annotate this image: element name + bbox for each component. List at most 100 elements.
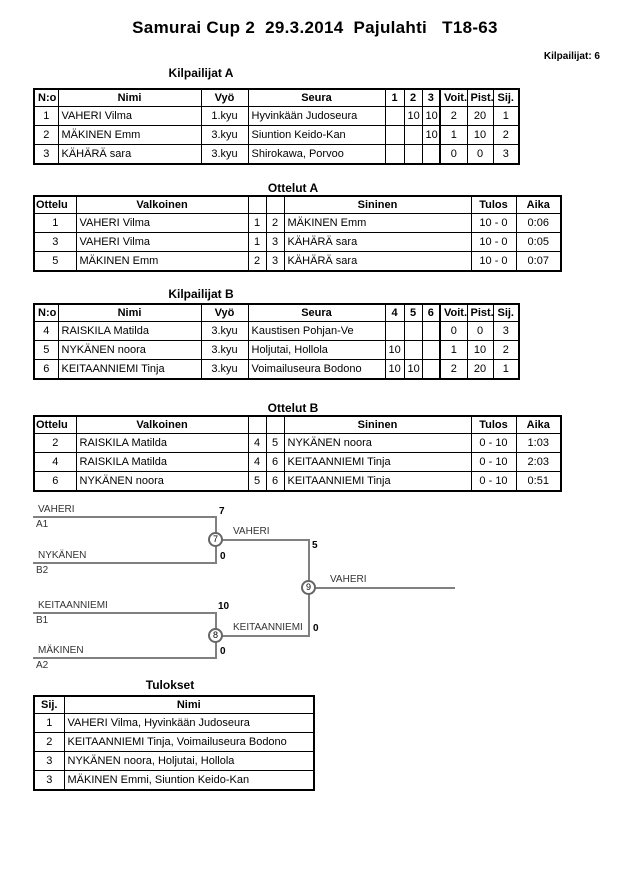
cell-seura: Siuntion Keido-Kan <box>247 125 386 145</box>
table-row: 6 KEITAANNIEMI Tinja 3.kyu Voimailuseura… <box>33 359 520 380</box>
table-row: 6 NYKÄNEN noora 5 6 KEITAANNIEMI Tinja 0… <box>33 471 562 492</box>
cell-voit: 1 <box>439 125 468 145</box>
cell-vyo: 3.kyu <box>200 340 249 360</box>
tulokset-table: Sij. Nimi 1 VAHERI Vilma, Hyvinkään Judo… <box>33 695 315 791</box>
cell-sij: 1 <box>33 713 65 733</box>
col-header-tulos: Tulos <box>470 415 517 434</box>
col-header-sij: Sij. <box>492 303 520 322</box>
bracket-winner-name: VAHERI <box>330 574 367 585</box>
cell-sij: 3 <box>33 770 65 791</box>
cell-nimi: KEITAANNIEMI Tinja, Voimailuseura Bodono <box>63 732 315 752</box>
bracket-winner-name: KEITAANNIEMI <box>233 622 303 633</box>
cell-score-3: 10 <box>421 106 441 126</box>
kilpailijat-b-table: N:o Nimi Vyö Seura 4 5 6 Voit. Pist. Sij… <box>33 303 520 380</box>
cell-white-name: MÄKINEN Emm <box>75 251 249 272</box>
cell-aika: 0:07 <box>515 251 562 272</box>
bracket-competitor-name: MÄKINEN <box>38 645 84 656</box>
cell-seura: Holjutai, Hollola <box>247 340 386 360</box>
cell-sij: 2 <box>492 340 520 360</box>
cell-no: 6 <box>33 359 59 380</box>
bracket-line <box>33 562 217 564</box>
cell-score-2: 10 <box>403 106 423 126</box>
cell-nimi: NYKÄNEN noora <box>57 340 202 360</box>
bracket-seed-label: B2 <box>36 565 49 576</box>
bracket-score: 0 <box>220 646 226 657</box>
table-header-row: Ottelu Valkoinen Sininen Tulos Aika <box>33 195 562 214</box>
cell-nimi: KÄHÄRÄ sara <box>57 144 202 165</box>
section-heading-kilpailijat-a: Kilpailijat A <box>168 66 234 80</box>
section-heading-tulokset: Tulokset <box>145 678 195 692</box>
cell-white-name: NYKÄNEN noora <box>75 471 249 492</box>
section-heading-ottelut-a: Ottelut A <box>267 181 319 195</box>
cell-sij: 2 <box>492 125 520 145</box>
kilpailijat-a-table: N:o Nimi Vyö Seura 1 2 3 Voit. Pist. Sij… <box>33 88 520 165</box>
cell-vyo: 3.kyu <box>200 359 249 380</box>
col-header-nimi: Nimi <box>63 695 315 714</box>
cell-sij: 3 <box>492 144 520 165</box>
table-row: 4 RAISKILA Matilda 4 6 KEITAANNIEMI Tinj… <box>33 452 562 472</box>
bracket-score: 7 <box>219 506 225 517</box>
bracket-line <box>33 612 217 614</box>
bracket-match-node: 8 <box>208 628 223 643</box>
cell-match-no: 5 <box>33 251 77 272</box>
cell-seura: Voimailuseura Bodono <box>247 359 386 380</box>
table-row: 3 VAHERI Vilma 1 3 KÄHÄRÄ sara 10 - 0 0:… <box>33 232 562 252</box>
table-row: 3 KÄHÄRÄ sara 3.kyu Shirokawa, Porvoo 0 … <box>33 144 520 165</box>
bracket-score: 0 <box>220 551 226 562</box>
bracket-line <box>310 587 455 589</box>
bracket-competitor-name: NYKÄNEN <box>38 550 87 561</box>
cell-seura: Shirokawa, Porvoo <box>247 144 386 165</box>
cell-pist: 10 <box>466 125 494 145</box>
bracket-seed-label: A2 <box>36 660 49 671</box>
table-row: 1 VAHERI Vilma 1 2 MÄKINEN Emm 10 - 0 0:… <box>33 213 562 233</box>
cell-sij: 2 <box>33 732 65 752</box>
ottelut-b-table: Ottelu Valkoinen Sininen Tulos Aika 2 RA… <box>33 415 562 492</box>
cell-white-name: RAISKILA Matilda <box>75 452 249 472</box>
cell-blue-name: KEITAANNIEMI Tinja <box>283 471 472 492</box>
cell-tulos: 0 - 10 <box>470 452 517 472</box>
table-row: 5 MÄKINEN Emm 2 3 KÄHÄRÄ sara 10 - 0 0:0… <box>33 251 562 272</box>
cell-blue-name: KEITAANNIEMI Tinja <box>283 452 472 472</box>
bracket-seed-label: A1 <box>36 519 49 530</box>
cell-blue-name: KÄHÄRÄ sara <box>283 251 472 272</box>
cell-vyo: 3.kyu <box>200 125 249 145</box>
bracket-winner-name: VAHERI <box>233 526 270 537</box>
table-row: 2 MÄKINEN Emm 3.kyu Siuntion Keido-Kan 1… <box>33 125 520 145</box>
table-row: 1 VAHERI Vilma, Hyvinkään Judoseura <box>33 713 315 733</box>
table-row: 3 NYKÄNEN noora, Holjutai, Hollola <box>33 751 315 771</box>
col-header-sij: Sij. <box>492 88 520 107</box>
cell-score-5: 10 <box>403 359 423 380</box>
cell-voit: 0 <box>439 144 468 165</box>
cell-aika: 2:03 <box>515 452 562 472</box>
col-header-sij: Sij. <box>33 695 65 714</box>
section-heading-kilpailijat-b: Kilpailijat B <box>168 287 234 301</box>
cell-aika: 0:05 <box>515 232 562 252</box>
bracket-line <box>217 635 308 637</box>
cell-tulos: 0 - 10 <box>470 433 517 453</box>
ottelut-a-table: Ottelu Valkoinen Sininen Tulos Aika 1 VA… <box>33 195 562 272</box>
page-title: Samurai Cup 2 29.3.2014 Pajulahti T18-63 <box>132 18 498 37</box>
table-row: 2 KEITAANNIEMI Tinja, Voimailuseura Bodo… <box>33 732 315 752</box>
cell-sij: 1 <box>492 359 520 380</box>
table-row: 3 MÄKINEN Emmi, Siuntion Keido-Kan <box>33 770 315 791</box>
table-header-row: Sij. Nimi <box>33 695 315 714</box>
bracket-seed-label: B1 <box>36 615 49 626</box>
competitor-count-label: Kilpailijat: 6 <box>543 51 600 62</box>
cell-nimi: MÄKINEN Emmi, Siuntion Keido-Kan <box>63 770 315 791</box>
col-header-aika: Aika <box>515 195 562 214</box>
cell-nimi: NYKÄNEN noora, Holjutai, Hollola <box>63 751 315 771</box>
table-row: 4 RAISKILA Matilda 3.kyu Kaustisen Pohja… <box>33 321 520 341</box>
table-row: 1 VAHERI Vilma 1.kyu Hyvinkään Judoseura… <box>33 106 520 126</box>
cell-sij: 3 <box>33 751 65 771</box>
bracket-score: 5 <box>312 540 318 551</box>
section-heading-ottelut-b: Ottelut B <box>267 401 319 415</box>
bracket-line <box>33 516 217 518</box>
bracket-competitor-name: KEITAANNIEMI <box>38 600 108 611</box>
cell-pist: 10 <box>466 340 494 360</box>
cell-nimi: KEITAANNIEMI Tinja <box>57 359 202 380</box>
cell-tulos: 0 - 10 <box>470 471 517 492</box>
bracket-match-node: 7 <box>208 532 223 547</box>
col-header-pist: Pist. <box>466 303 494 322</box>
cell-blue-name: KÄHÄRÄ sara <box>283 232 472 252</box>
